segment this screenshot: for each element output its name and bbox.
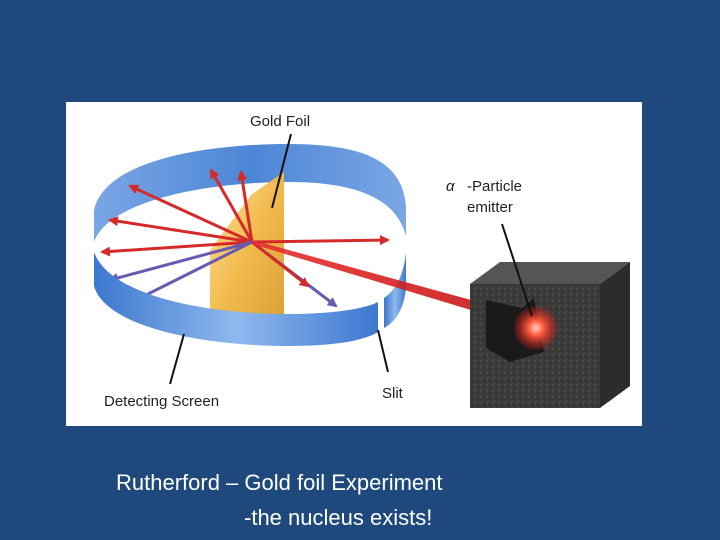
gold-foil	[210, 172, 284, 328]
diagram-svg: Gold Foil α -Particle emitter Detecting …	[94, 113, 630, 410]
caption-subtitle: -the nucleus exists!	[244, 505, 433, 530]
caption-title: Rutherford – Gold foil Experiment	[116, 470, 443, 495]
scatter-arrow	[251, 240, 310, 288]
alpha-emitter-box	[470, 262, 630, 408]
gold-foil-label: Gold Foil	[250, 113, 310, 130]
scatter-arrow	[108, 216, 253, 244]
detecting-screen-front	[94, 252, 378, 346]
detecting-screen-label: Detecting Screen	[104, 393, 219, 410]
scatter-arrow	[108, 240, 253, 283]
experiment-diagram: Gold Foil α -Particle emitter Detecting …	[66, 102, 642, 426]
scatter-arrow	[237, 170, 254, 243]
detecting-screen-back	[94, 144, 406, 242]
scatter-arrow	[134, 240, 253, 302]
alpha-particle-label: -Particle	[467, 178, 522, 195]
scattered-arrows	[100, 168, 390, 308]
detecting-screen-front-right	[384, 252, 406, 328]
emitter-label: emitter	[467, 199, 513, 216]
alpha-source	[514, 306, 558, 350]
scatter-arrow	[209, 168, 254, 243]
label-pointers	[169, 133, 533, 385]
slit-label: Slit	[382, 385, 404, 402]
scatter-arrow	[100, 240, 253, 257]
scatter-arrow	[251, 235, 390, 246]
scatter-arrow	[128, 184, 253, 244]
alpha-symbol: α	[446, 178, 455, 195]
